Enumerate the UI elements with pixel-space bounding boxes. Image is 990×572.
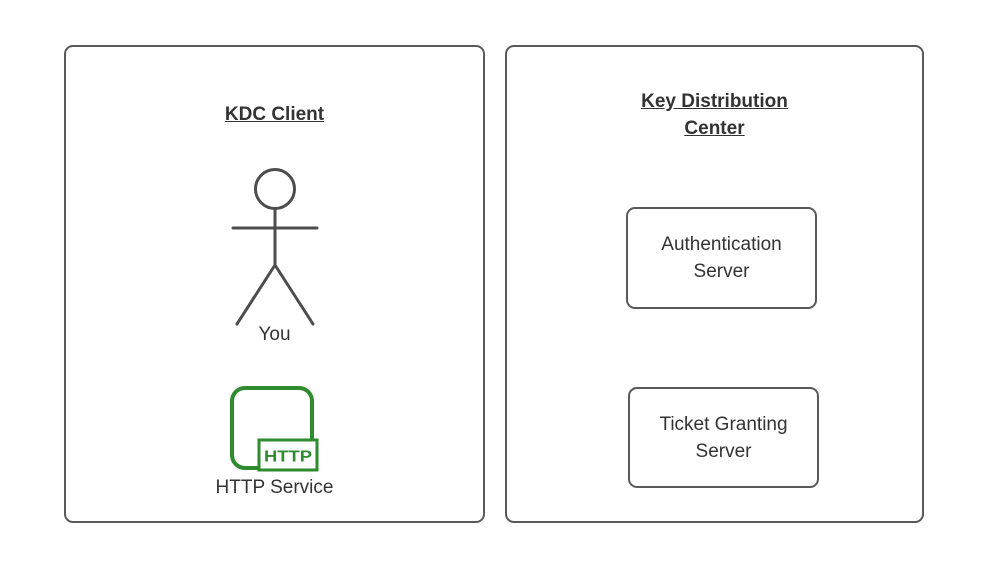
http-service-label: HTTP Service [215,477,334,498]
ticket-granting-server-node: Ticket Granting Server [628,387,819,488]
ticket-granting-server-label-line1: Ticket Granting [659,413,788,435]
authentication-server-label-line1: Authentication [661,234,782,255]
http-badge-box [257,438,318,472]
actor-label: You [258,324,291,345]
stick-figure-actor-icon [231,168,318,326]
kdc-client-title: KDC Client [224,104,325,125]
authentication-server-node: Authentication Server [626,207,817,309]
ticket-granting-server-label-line2: Server [695,440,752,462]
http-service-icon: HTTP [229,386,318,472]
actor-head [253,168,296,210]
key-distribution-center-panel: Key Distribution Center Authentication S… [505,45,924,523]
kdc-title-line2: Center [684,118,745,139]
kdc-title: Key Distribution Center [507,88,922,142]
actor-left-leg [235,263,276,326]
http-badge-text: HTTP [264,449,312,466]
authentication-server-label-line2: Server [693,261,750,282]
actor-right-leg [273,263,314,326]
kdc-client-panel: KDC Client You HTTP HTTP Service [64,45,485,523]
kdc-title-line1: Key Distribution [641,91,788,112]
